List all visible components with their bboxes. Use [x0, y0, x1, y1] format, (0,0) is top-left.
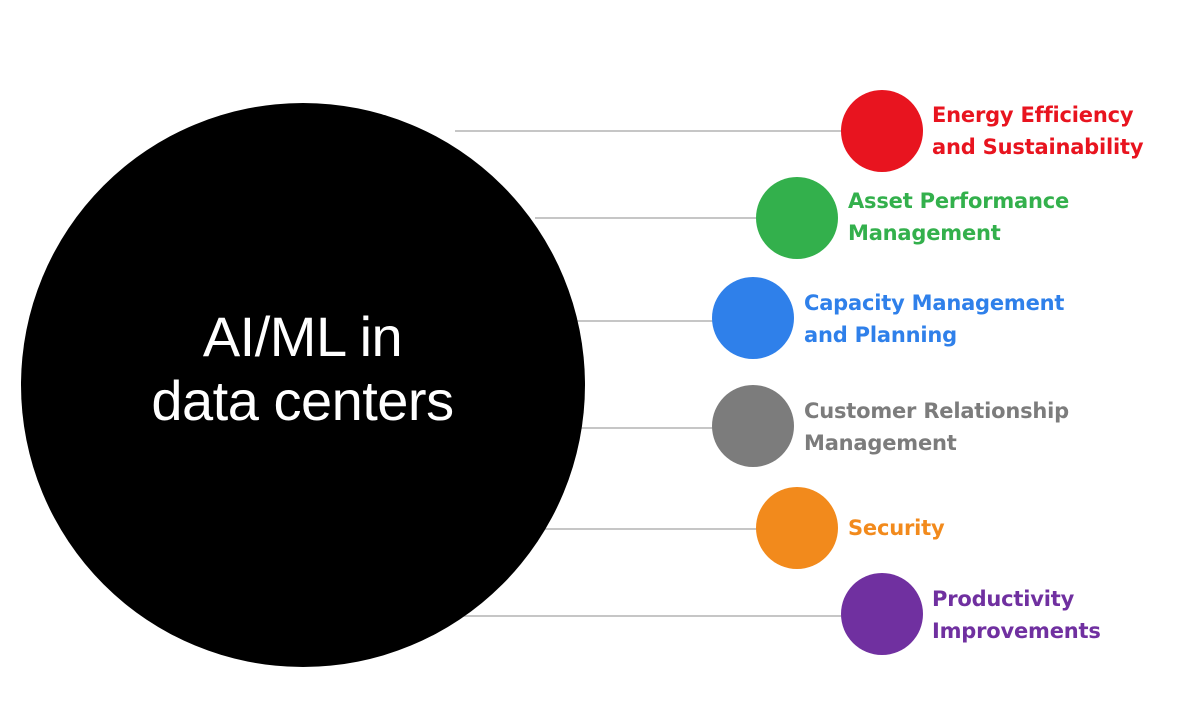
label-line2: Management	[848, 221, 1001, 245]
label-line1: Security	[848, 516, 945, 540]
dot-capacity-management	[712, 277, 794, 359]
label-customer-relationship: Customer Relationship Management	[804, 395, 1069, 459]
label-line2: and Sustainability	[932, 135, 1144, 159]
label-asset-performance: Asset Performance Management	[848, 185, 1069, 249]
label-capacity-management: Capacity Management and Planning	[804, 287, 1064, 351]
label-line2: Improvements	[932, 619, 1101, 643]
center-title: AI/ML in data centers	[20, 305, 585, 433]
label-energy-efficiency: Energy Efficiency and Sustainability	[932, 99, 1144, 163]
dot-energy-efficiency	[841, 90, 923, 172]
dot-customer-relationship	[712, 385, 794, 467]
label-line1: Capacity Management	[804, 291, 1065, 315]
label-line1: Asset Performance	[848, 189, 1070, 213]
label-line1: Customer Relationship	[804, 399, 1069, 423]
center-title-line2: data centers	[151, 369, 454, 432]
dot-asset-performance	[756, 177, 838, 259]
center-title-line1: AI/ML in	[202, 305, 403, 368]
label-line1: Productivity	[932, 587, 1075, 611]
label-line2: Management	[804, 431, 957, 455]
label-security: Security	[848, 512, 945, 544]
label-line2: and Planning	[804, 323, 957, 347]
dot-security	[756, 487, 838, 569]
label-productivity: Productivity Improvements	[932, 583, 1101, 647]
label-line1: Energy Efficiency	[932, 103, 1134, 127]
dot-productivity	[841, 573, 923, 655]
center-circle	[21, 103, 585, 667]
